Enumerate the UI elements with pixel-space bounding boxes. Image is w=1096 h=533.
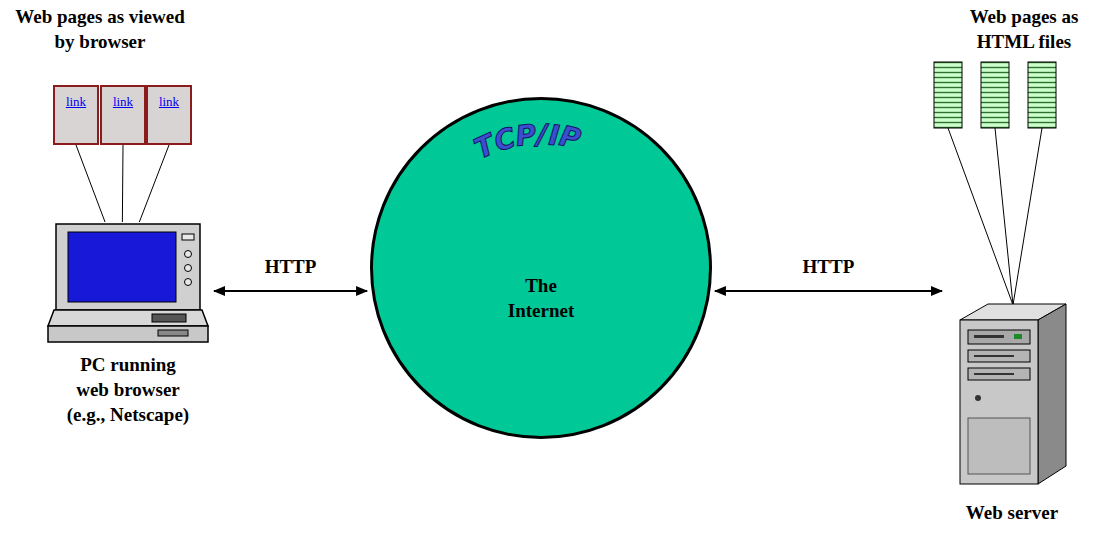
- web-page-box: link: [146, 85, 192, 145]
- html-file-icon: [934, 62, 962, 128]
- power-led: [1014, 334, 1022, 339]
- web-page-box: link: [100, 85, 146, 145]
- server-side: [1038, 304, 1066, 484]
- link-line: [139, 145, 169, 222]
- vent-panel: [968, 418, 1030, 474]
- monitor-button: [182, 234, 194, 240]
- drive-bay: [968, 330, 1030, 344]
- drive-slot: [974, 373, 1014, 375]
- link-text: link: [55, 87, 97, 110]
- server-front: [960, 320, 1038, 484]
- drive-slot: [974, 335, 1004, 338]
- file-leader-lines: [1013, 128, 1042, 305]
- drive-slot: [158, 330, 188, 336]
- internet-cloud: [372, 99, 711, 438]
- http-arrow: [715, 290, 942, 292]
- monitor-case: [56, 224, 200, 310]
- file-leader-lines: [995, 128, 1013, 305]
- drive-slot: [974, 355, 1014, 357]
- file-leader-lines: [948, 128, 1042, 305]
- pc-label: PC running web browser (e.g., Netscape): [65, 352, 192, 427]
- html-file-icon: [981, 62, 1009, 128]
- monitor-knob: [185, 279, 192, 286]
- drive-bay: [968, 350, 1030, 362]
- link-text: link: [102, 87, 144, 110]
- internet-circle: TCP/IPThe Internet: [370, 97, 712, 439]
- monitor-knob: [185, 265, 192, 272]
- link-text: link: [148, 87, 190, 110]
- heading-label: Web pages as HTML files: [958, 4, 1090, 54]
- link-line: [122, 145, 124, 222]
- monitor-knob: [185, 251, 192, 258]
- html-file-icon: [1028, 62, 1056, 128]
- protocol-letter: P: [557, 122, 583, 154]
- power-button: [975, 395, 981, 401]
- drive-bay: [968, 368, 1030, 380]
- drive-slot: [152, 314, 186, 322]
- protocol-letter: P: [514, 121, 538, 151]
- pc-base-front: [48, 326, 208, 342]
- network-label: The Internet: [499, 273, 584, 323]
- monitor-screen: [68, 232, 176, 302]
- protocol-label: TCP/IP: [370, 97, 712, 439]
- pc-computer: PC running web browser (e.g., Netscape): [48, 222, 208, 344]
- web-page-box: link: [53, 85, 99, 145]
- protocol-label: HTTP: [265, 254, 317, 279]
- http-arrow: [214, 290, 367, 292]
- web-server-drawing: [948, 298, 1076, 488]
- link-line: [76, 145, 105, 222]
- pc-computer-drawing: [48, 222, 208, 344]
- file-leader-lines: [948, 128, 1013, 305]
- heading-label: Web pages as viewed by browser: [10, 4, 190, 54]
- web-server: Web server: [948, 298, 1076, 488]
- pc-base-top: [48, 310, 208, 326]
- protocol-label: HTTP: [803, 254, 855, 279]
- html-file-icon: [934, 62, 1056, 128]
- protocol-letter: /: [537, 121, 547, 149]
- server-label: Web server: [966, 500, 1058, 525]
